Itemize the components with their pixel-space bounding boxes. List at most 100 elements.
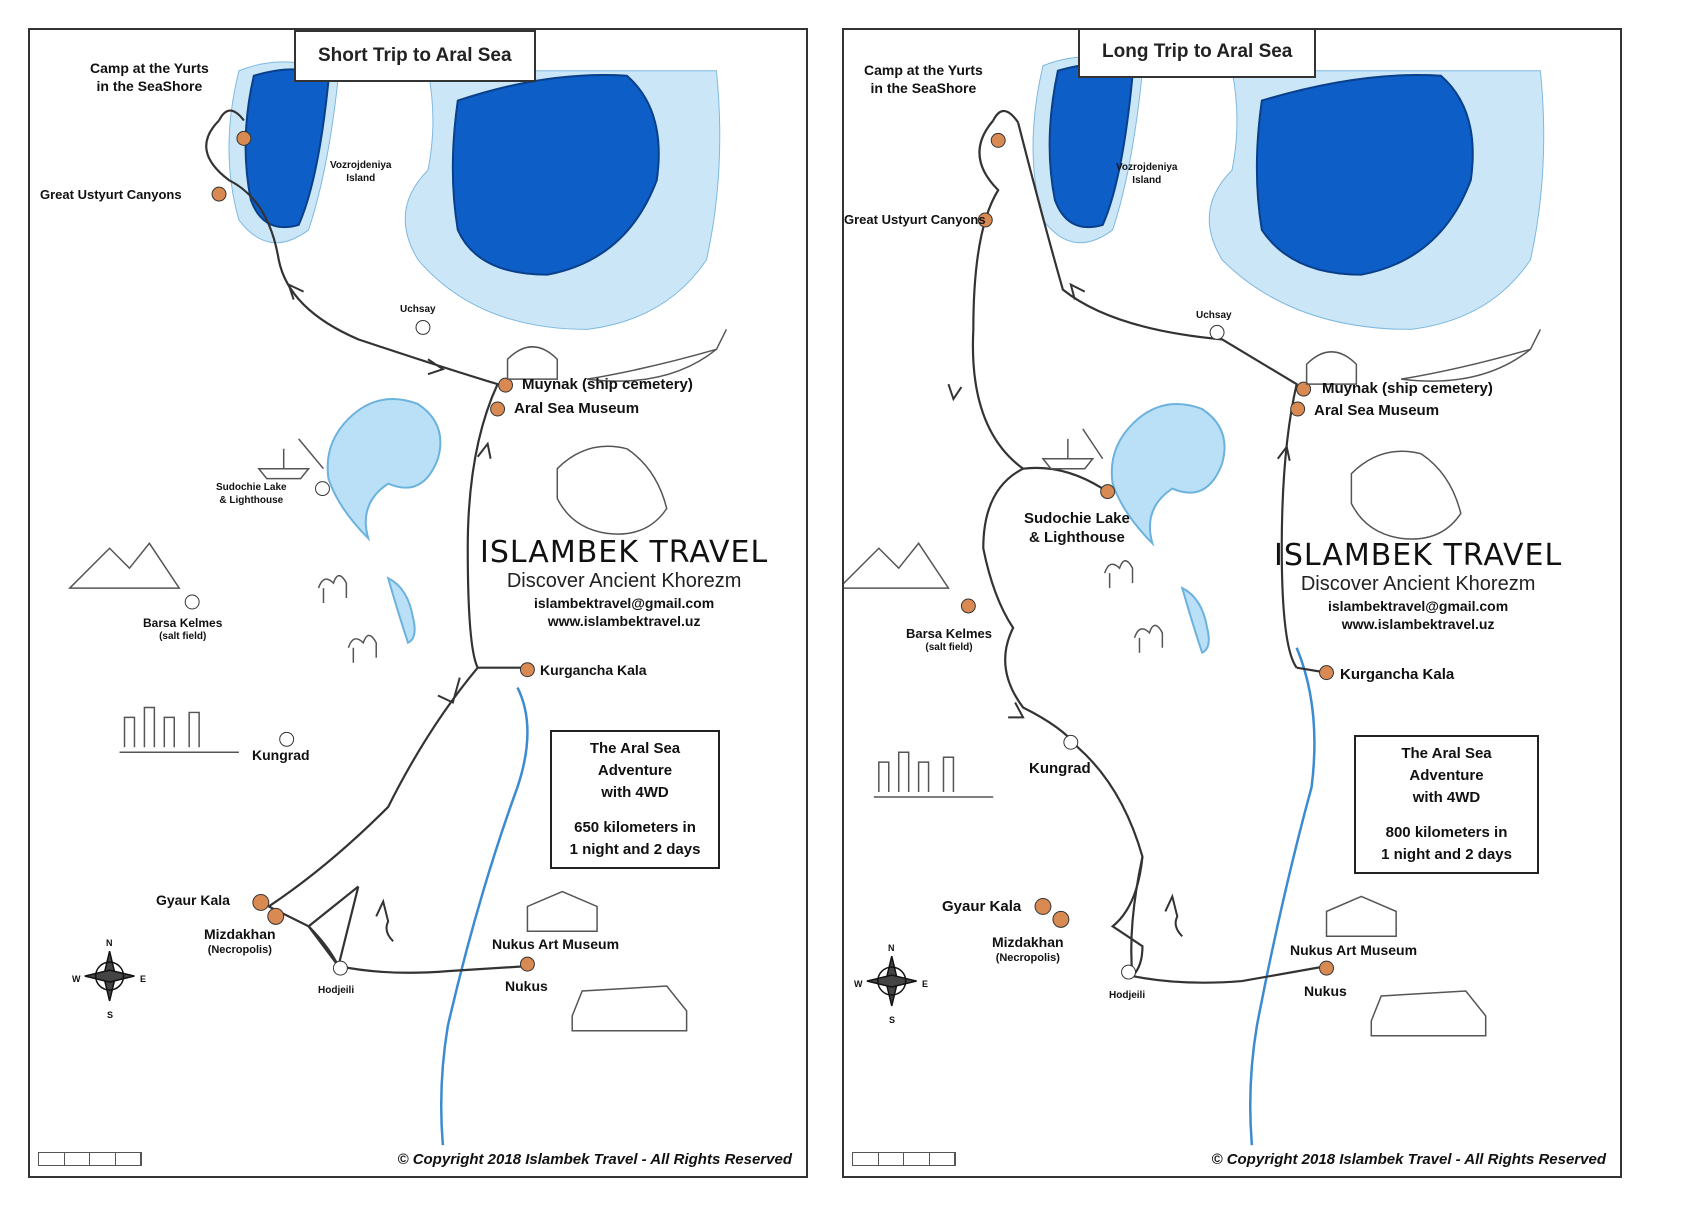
label-camp-line1: Camp at the Yurts [864,62,983,78]
compass-n: N [106,938,113,948]
marker-hodjeili [1121,964,1136,980]
label-canyons: Great Ustyurt Canyons [40,187,182,202]
label-island-line2: Island [1132,174,1162,186]
label-barsa-line1: Barsa Kelmes [143,616,223,630]
sudochie-lake [326,398,442,542]
logo-website: www.islambektravel.uz [547,613,701,629]
ship-sketch [1401,329,1542,382]
marker-nukus [1319,960,1334,976]
compass-w: W [72,974,81,984]
label-museum: Aral Sea Museum [514,400,640,417]
marker-kungrad [1063,734,1079,750]
camel-sketch-1 [1103,559,1134,589]
marker-nukus [519,956,535,972]
label-barsa-line1: Barsa Kelmes [906,626,992,641]
marker-muynak [498,377,514,393]
compass-n: N [888,943,895,953]
sketch-illustrations [67,329,728,1032]
label-island: Vozrojdeniya Island [330,160,392,185]
small-lake [1180,586,1210,655]
logo-email: islambektravel@gmail.com [1328,598,1509,614]
label-sudochie-line2: & Lighthouse [1029,528,1125,546]
label-barsa-line2: (salt field) [159,631,207,642]
label-sudochie-line2: & Lighthouse [219,494,284,506]
label-canyons: Great Ustyurt Canyons [844,212,986,227]
marker-kurgancha [1319,665,1334,681]
marker-museum [490,401,506,417]
marker-gyaur [252,894,270,911]
marker-kungrad [279,731,295,747]
label-island-line1: Vozrojdeniya [330,160,392,171]
label-mizdakhan-line2: (Necropolis) [207,943,272,956]
label-mizdakhan: Mizdakhan (Necropolis) [204,926,276,957]
marker-canyons [211,186,227,202]
yurt-sketch [1305,351,1358,385]
logo-brand: ISLAMBEK TRAVEL [480,535,769,570]
boat-sketch [257,438,325,480]
info-line2: Adventure [1409,766,1484,784]
sketch-illustrations [844,329,1542,1037]
label-camp-line2: in the SeaShore [96,77,203,94]
label-hodjeili: Hodjeili [318,985,355,996]
label-nukus-museum: Nukus Art Museum [1290,942,1418,958]
map-title: Short Trip to Aral Sea [294,30,536,82]
compass-s: S [889,1015,896,1025]
marker-mizdakhan [267,907,285,925]
museum-sketch [526,890,598,933]
long-map-graphic [844,56,1545,1146]
marker-camp [236,130,252,146]
camel-sketch-2 [1133,624,1164,653]
marker-mizdakhan [1052,910,1070,928]
compass-rose [866,956,917,1007]
label-barsa: Barsa Kelmes (salt field) [906,626,992,655]
mountain-sketch [844,542,950,589]
route-arrows [286,282,492,942]
marker-barsa [960,598,976,614]
marker-camp [990,132,1006,148]
aral-deep-east [451,74,660,276]
info-line3: with 4WD [1412,788,1481,806]
label-mizdakhan-line1: Mizdakhan [204,926,276,942]
compass-rose [84,951,135,1002]
logo-brand: ISLAMBEK TRAVEL [1274,538,1563,573]
label-uchsay: Uchsay [400,304,436,315]
route-arrows [947,282,1291,937]
long-route [971,109,1327,984]
label-kurgancha: Kurgancha Kala [540,662,647,678]
trip-info-box: The Aral Sea Adventure with 4WD 650 kilo… [550,730,720,869]
label-camp-line2: in the SeaShore [870,79,977,96]
marker-canyons [977,212,993,228]
label-museum: Aral Sea Museum [1314,402,1440,419]
marker-museum [1290,401,1306,417]
label-sudochie: Sudochie Lake & Lighthouse [1024,510,1130,548]
small-lake [386,576,416,645]
marker-barsa [184,594,200,610]
label-nukus: Nukus [505,978,548,994]
label-gyaur: Gyaur Kala [156,892,230,908]
label-kungrad: Kungrad [1029,760,1091,777]
marker-gyaur [1034,897,1052,915]
label-mizdakhan-line1: Mizdakhan [992,934,1064,950]
info-duration: 1 night and 2 days [1381,846,1512,863]
company-logo: ISLAMBEK TRAVEL Discover Ancient Khorezm… [480,535,768,629]
marker-kurgancha [519,662,535,678]
logo-email: islambektravel@gmail.com [534,595,715,611]
stop-markers [184,130,535,976]
label-island: Vozrojdeniya Island [1116,162,1178,187]
label-mizdakhan-line2: (Necropolis) [995,951,1060,964]
info-line2: Adventure [597,761,673,779]
camel-sketch-1 [317,574,348,604]
label-kurgancha: Kurgancha Kala [1340,666,1455,683]
stop-markers [960,132,1334,980]
label-camp: Camp at the Yurts in the SeaShore [864,62,983,97]
company-logo: ISLAMBEK TRAVEL Discover Ancient Khorezm… [1274,538,1562,632]
label-muynak: Muynak (ship cemetery) [522,376,693,393]
compass-e: E [140,974,147,984]
factory-sketch [119,706,239,753]
boat-sketch [1041,428,1104,470]
label-nukus-museum: Nukus Art Museum [492,936,620,952]
info-line3: with 4WD [601,783,669,801]
label-island-line1: Vozrojdeniya [1116,162,1178,173]
label-barsa-line2: (salt field) [925,642,973,654]
copyright: © Copyright 2018 Islambek Travel - All R… [1211,1151,1606,1168]
